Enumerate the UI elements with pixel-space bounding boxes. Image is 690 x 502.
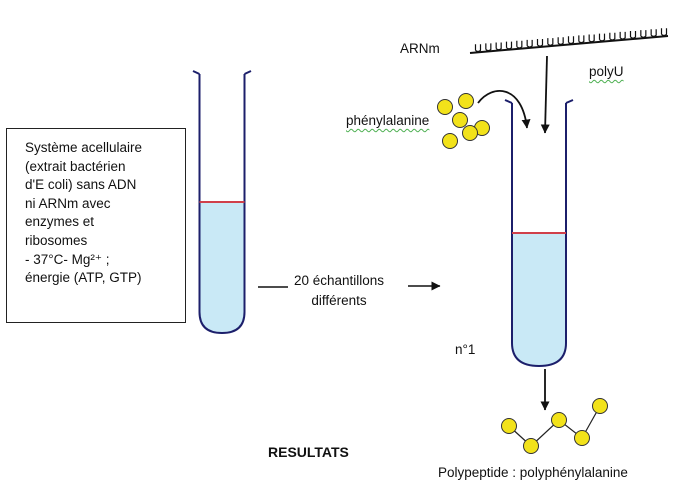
uracil-mark-icon (474, 44, 482, 53)
phenylalanine-label: phénylalanine (346, 113, 430, 128)
system-description-box: Système acellulaire (extrait bactérien d… (6, 128, 186, 323)
uracil-mark-icon (640, 30, 647, 38)
samples-label: 20 échantillons différents (280, 271, 398, 311)
amino-acid-icon (523, 438, 539, 454)
uracil-mark-icon (598, 33, 606, 42)
phenylalanine-cluster-icon (437, 93, 490, 149)
uracil-mark-icon (567, 36, 575, 45)
uracil-mark-icon (495, 42, 502, 51)
uracil-mark-icon (485, 43, 492, 52)
uracil-mark-icon (557, 37, 564, 46)
samples-label-line: différents (311, 293, 367, 308)
arrow-phe-to-tube-icon (477, 90, 531, 129)
system-line: ribosomes (25, 232, 88, 248)
amino-acid-icon (574, 430, 590, 446)
results-title: RESULTATS (268, 444, 349, 460)
polypeptide-chain-icon (501, 398, 608, 454)
samples-label-line: 20 échantillons (293, 273, 385, 288)
uracil-mark-icon (588, 34, 595, 43)
tube-number-label: n°1 (455, 342, 476, 357)
amino-acid-icon (452, 112, 468, 128)
test-tube-left-icon (192, 70, 252, 335)
uracil-mark-icon (619, 31, 626, 40)
uracil-mark-icon (505, 41, 513, 50)
uracil-mark-icon (660, 28, 668, 37)
amino-acid-icon (501, 418, 517, 434)
uracil-mark-icon (516, 40, 523, 49)
mrna-strand-icon (469, 28, 669, 54)
system-line: enzymes et (25, 214, 95, 230)
arnm-label: ARNm (400, 41, 440, 56)
system-line: (extrait bactérien (25, 158, 126, 174)
arrow-mrna-to-tube-icon (540, 55, 550, 134)
amino-acid-icon (592, 398, 608, 414)
uracil-mark-icon (578, 35, 585, 44)
uracil-mark-icon (536, 38, 544, 47)
polyu-label: polyU (589, 64, 624, 79)
amino-acid-icon (437, 99, 453, 115)
system-line: énergie (ATP, GTP) (25, 270, 142, 286)
amino-acid-icon (458, 93, 474, 109)
system-line: ni ARNm avec (25, 195, 111, 211)
polypeptide-label: Polypeptide : polyphénylalanine (438, 465, 628, 480)
system-line: - 37°C- Mg²⁺ ; (25, 251, 110, 267)
uracil-mark-icon (526, 39, 533, 48)
uracil-mark-icon (650, 29, 657, 38)
uracil-mark-icon (547, 38, 554, 46)
amino-acid-icon (551, 412, 567, 428)
system-line: d'E coli) sans ADN (25, 177, 137, 193)
uracil-mark-icon (629, 30, 637, 39)
test-tube-right-icon (504, 99, 574, 368)
amino-acid-icon (442, 133, 458, 149)
uracil-mark-icon (609, 32, 616, 41)
amino-acid-icon (462, 125, 478, 141)
system-line: Système acellulaire (25, 140, 143, 155)
